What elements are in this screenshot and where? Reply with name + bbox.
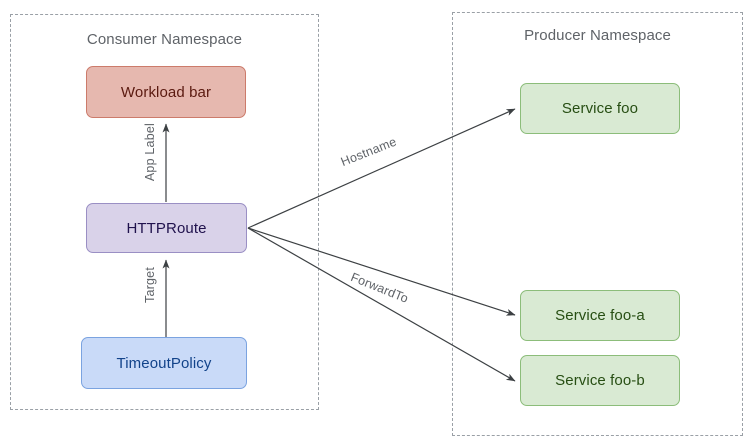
node-service-foo-label: Service foo bbox=[561, 100, 639, 117]
edge-label-hostname: Hostname bbox=[338, 134, 399, 169]
edge-label-app-label: App Label bbox=[143, 123, 157, 182]
node-timeoutpolicy-label: TimeoutPolicy bbox=[116, 354, 212, 372]
node-service-foo[interactable]: Service foo bbox=[520, 83, 680, 134]
producer-namespace-title: Producer Namespace bbox=[524, 27, 671, 44]
node-workload-bar-label: Workload bar bbox=[120, 83, 212, 101]
node-service-foo-b[interactable]: Service foo-b bbox=[520, 355, 680, 406]
edge-label-forwardto: ForwardTo bbox=[348, 270, 411, 306]
edge-label-target: Target bbox=[143, 267, 157, 303]
node-service-foo-a[interactable]: Service foo-a bbox=[520, 290, 680, 341]
node-workload-bar[interactable]: Workload bar bbox=[86, 66, 246, 118]
consumer-namespace-title: Consumer Namespace bbox=[86, 31, 243, 48]
node-timeoutpolicy[interactable]: TimeoutPolicy bbox=[81, 337, 247, 389]
node-service-foo-a-label: Service foo-a bbox=[555, 307, 645, 324]
node-service-foo-b-label: Service foo-b bbox=[555, 372, 645, 389]
node-httproute[interactable]: HTTPRoute bbox=[86, 203, 247, 253]
node-httproute-label: HTTPRoute bbox=[126, 219, 207, 237]
